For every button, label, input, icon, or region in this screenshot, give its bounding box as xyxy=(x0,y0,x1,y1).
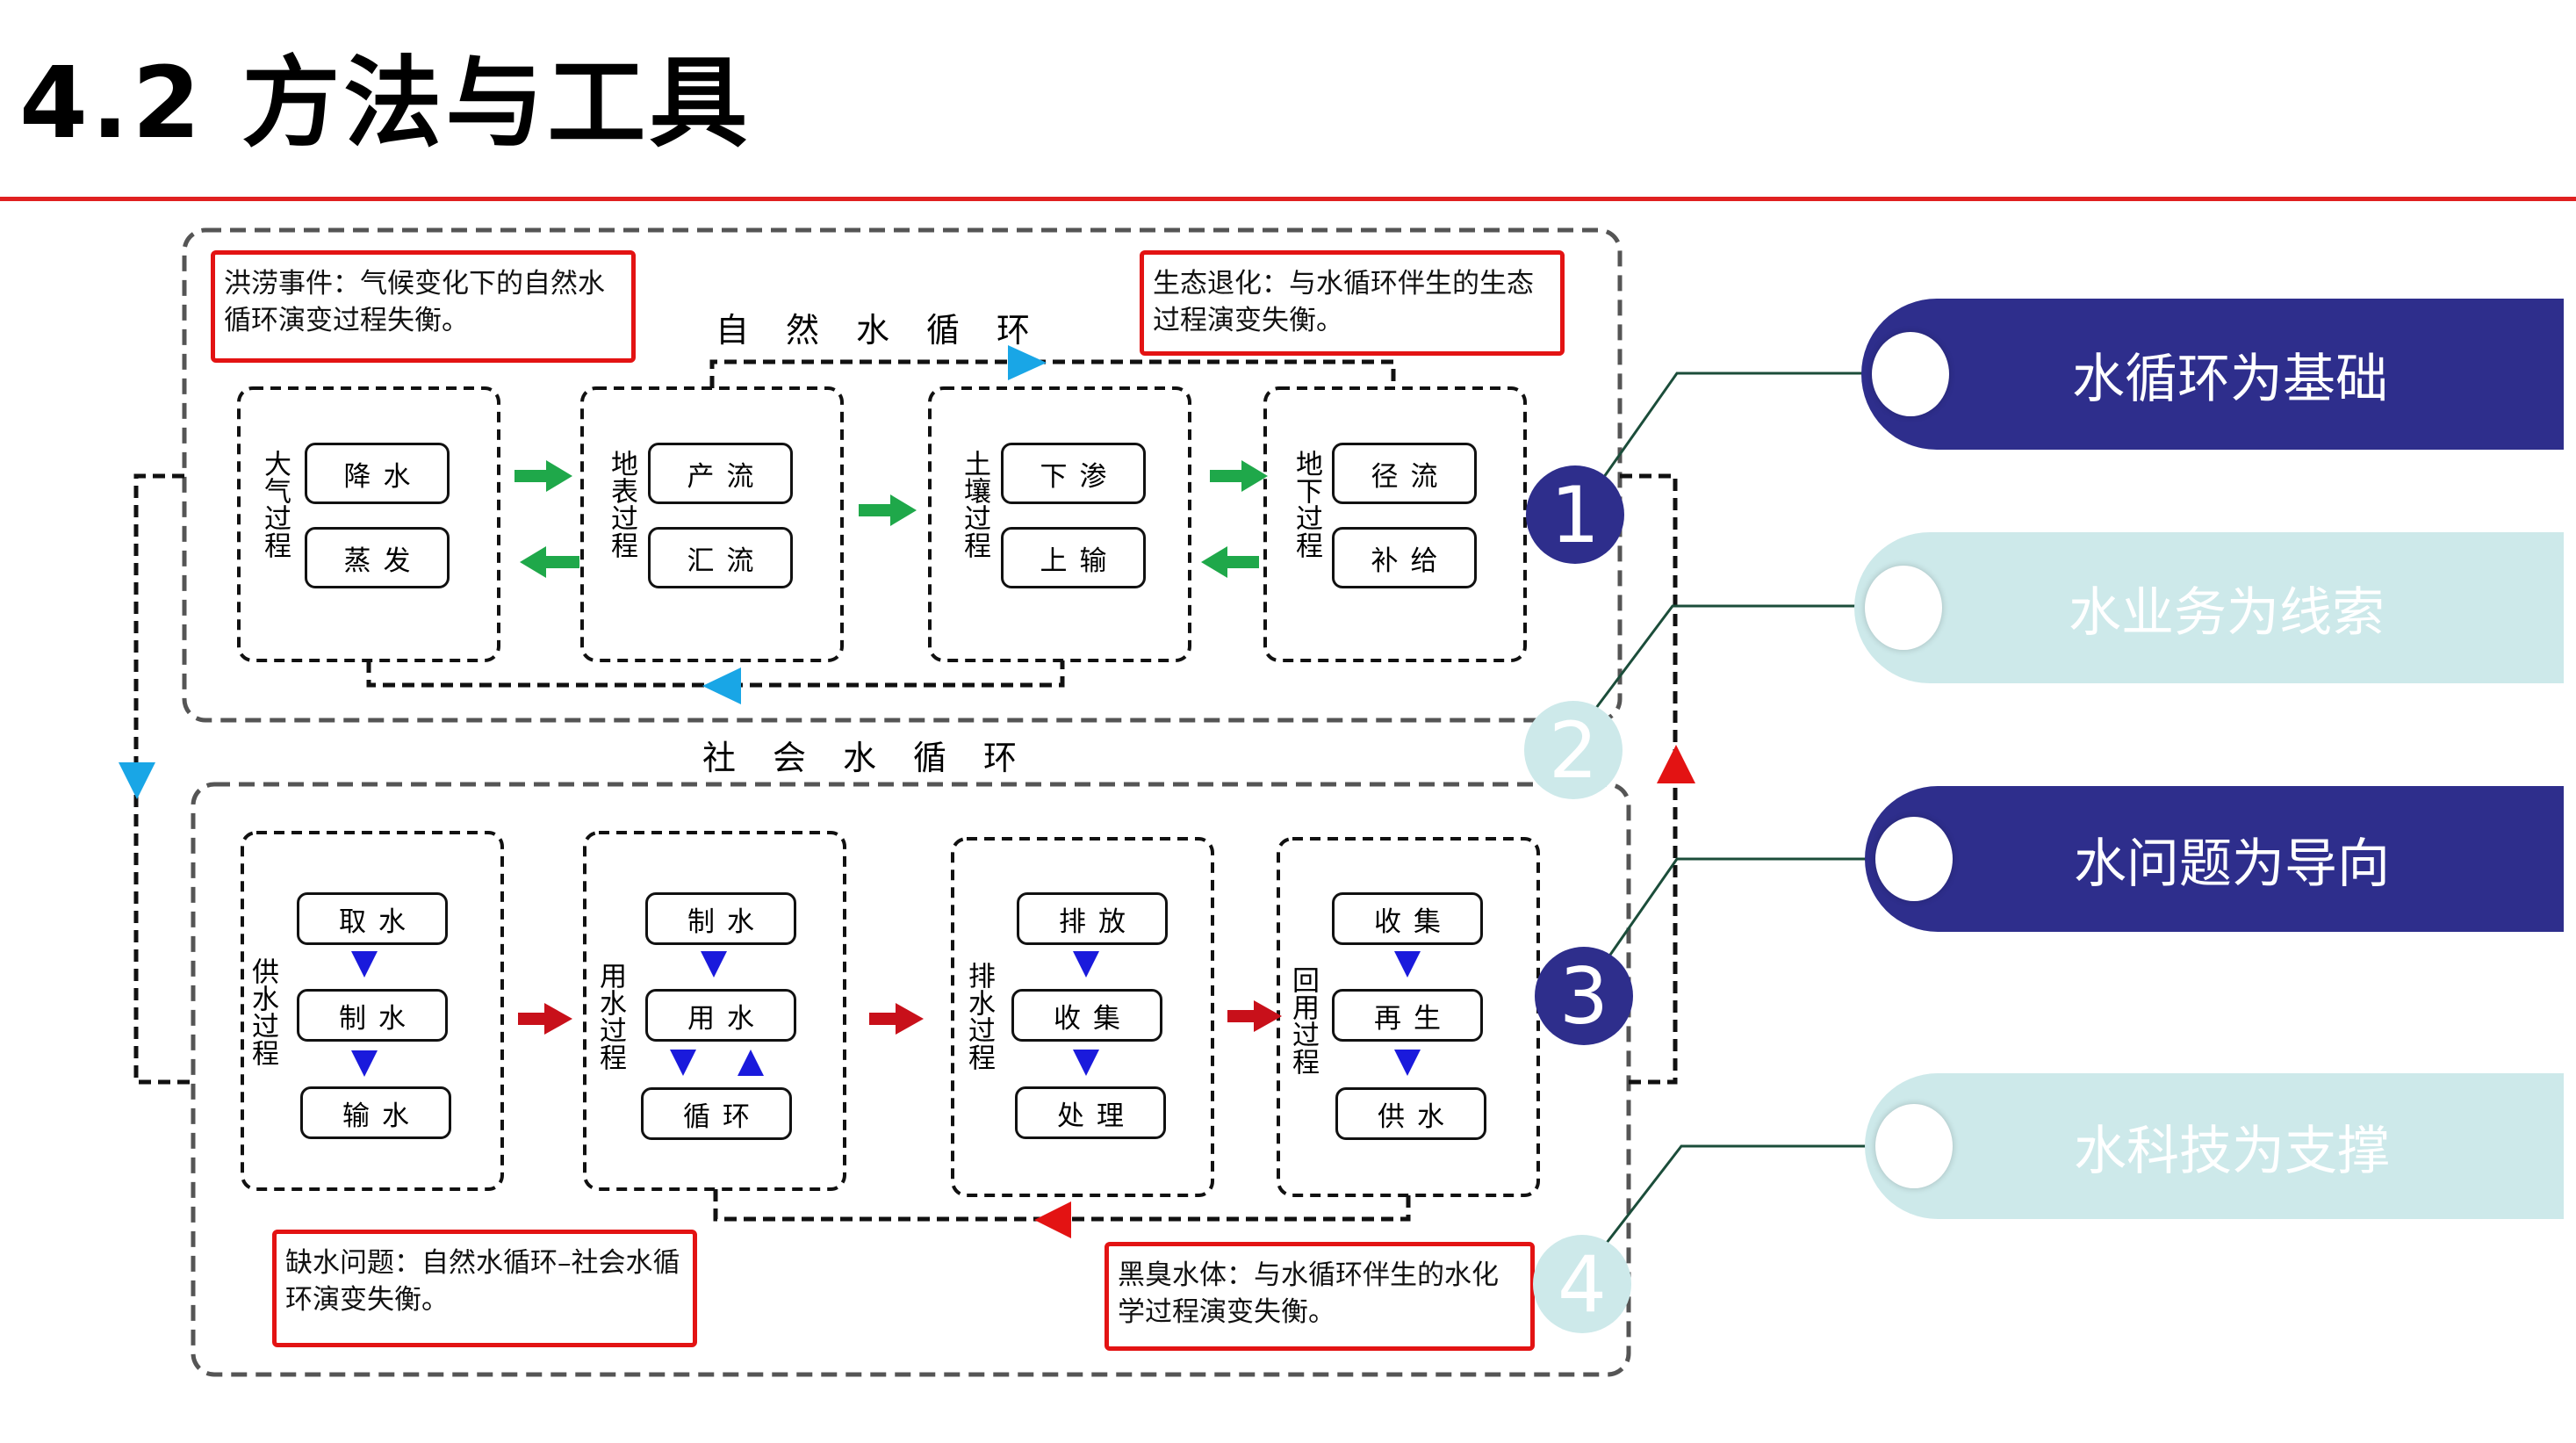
pillar-water-business: 水业务为线索 xyxy=(1854,532,2564,683)
process-box: 降水 xyxy=(305,443,450,504)
page-title: 4.2 方法与工具 xyxy=(19,47,752,161)
pillar-number-badge: 1 xyxy=(1526,465,1624,564)
process-box: 补给 xyxy=(1332,527,1477,588)
social-col-label: 排水过程 xyxy=(963,962,995,1071)
natural-top-loop xyxy=(709,359,1396,388)
process-box: 上输 xyxy=(1001,527,1146,588)
pill-notch xyxy=(1875,817,1953,901)
natural-cycle-title: 自然水循环 xyxy=(716,311,1068,350)
social-col-label: 用水过程 xyxy=(594,962,626,1071)
social-col-label: 供水过程 xyxy=(247,957,278,1066)
process-box: 收集 xyxy=(1011,989,1162,1042)
process-box: 蒸发 xyxy=(305,527,450,588)
natural-col-ground xyxy=(1263,386,1527,662)
process-box: 处理 xyxy=(1015,1086,1166,1139)
natural-col-soil xyxy=(928,386,1191,662)
pillar-number-badge: 3 xyxy=(1535,947,1633,1045)
pillar-label: 水循环为基础 xyxy=(2072,348,2388,410)
green-arrows xyxy=(514,460,1268,578)
process-box: 产流 xyxy=(648,443,793,504)
ecology-note: 生态退化：与水循环伴生的生态过程演变失衡。 xyxy=(1140,250,1565,356)
social-col-drain xyxy=(951,837,1214,1197)
pillar-water-tech: 水科技为支撑 xyxy=(1865,1073,2564,1219)
process-box: 制水 xyxy=(297,989,448,1042)
social-col-label: 回用过程 xyxy=(1287,966,1319,1075)
shortage-note: 缺水问题：自然水循环–社会水循环演变失衡。 xyxy=(272,1230,697,1347)
pillar-water-cycle: 水循环为基础 xyxy=(1861,299,2564,450)
process-box: 径流 xyxy=(1332,443,1477,504)
process-box: 输水 xyxy=(300,1086,451,1139)
process-box: 汇流 xyxy=(648,527,793,588)
cyan-arrow-bottom xyxy=(702,667,741,704)
blue-arrows xyxy=(351,951,1421,1077)
red-arrow-right xyxy=(1657,745,1695,783)
process-box: 下渗 xyxy=(1001,443,1146,504)
process-box: 再生 xyxy=(1332,989,1483,1042)
process-box: 收集 xyxy=(1332,892,1483,945)
flood-note: 洪涝事件：气候变化下的自然水循环演变过程失衡。 xyxy=(211,250,636,363)
pill-notch xyxy=(1865,566,1942,650)
red-arrows xyxy=(518,1000,1282,1035)
pillar-label: 水科技为支撑 xyxy=(2074,1120,2390,1182)
pill-notch xyxy=(1875,1104,1953,1188)
title-divider xyxy=(0,197,2576,201)
pillar-label: 水问题为导向 xyxy=(2074,833,2390,895)
pill-notch xyxy=(1872,332,1949,416)
social-col-use xyxy=(583,831,846,1191)
process-box: 用水 xyxy=(645,989,796,1042)
natural-col-label: 地表过程 xyxy=(606,450,637,559)
process-box: 制水 xyxy=(645,892,796,945)
natural-col-label: 大气过程 xyxy=(259,450,291,559)
natural-col-label: 土壤过程 xyxy=(959,450,990,559)
black-water-note: 黑臭水体：与水循环伴生的水化学过程演变失衡。 xyxy=(1105,1242,1535,1351)
social-col-supply xyxy=(241,831,504,1191)
pillar-water-problem: 水问题为导向 xyxy=(1865,786,2564,932)
cyan-arrow-left xyxy=(119,762,155,799)
natural-col-label: 地下过程 xyxy=(1291,450,1322,559)
process-box: 供水 xyxy=(1335,1087,1486,1140)
pillar-label: 水业务为线索 xyxy=(2069,581,2385,644)
cyan-arrow-top xyxy=(1008,345,1047,380)
leader-lines xyxy=(1592,372,1870,1244)
pillar-number-badge: 4 xyxy=(1533,1235,1631,1333)
process-box: 取水 xyxy=(297,892,448,945)
process-box: 循环 xyxy=(641,1087,792,1140)
process-box: 排放 xyxy=(1017,892,1168,945)
pillar-number-badge: 2 xyxy=(1524,701,1623,799)
social-cycle-frame xyxy=(191,782,1631,1377)
social-cycle-title: 社会水循环 xyxy=(702,739,1054,777)
red-arrow-bottom xyxy=(1034,1201,1071,1238)
